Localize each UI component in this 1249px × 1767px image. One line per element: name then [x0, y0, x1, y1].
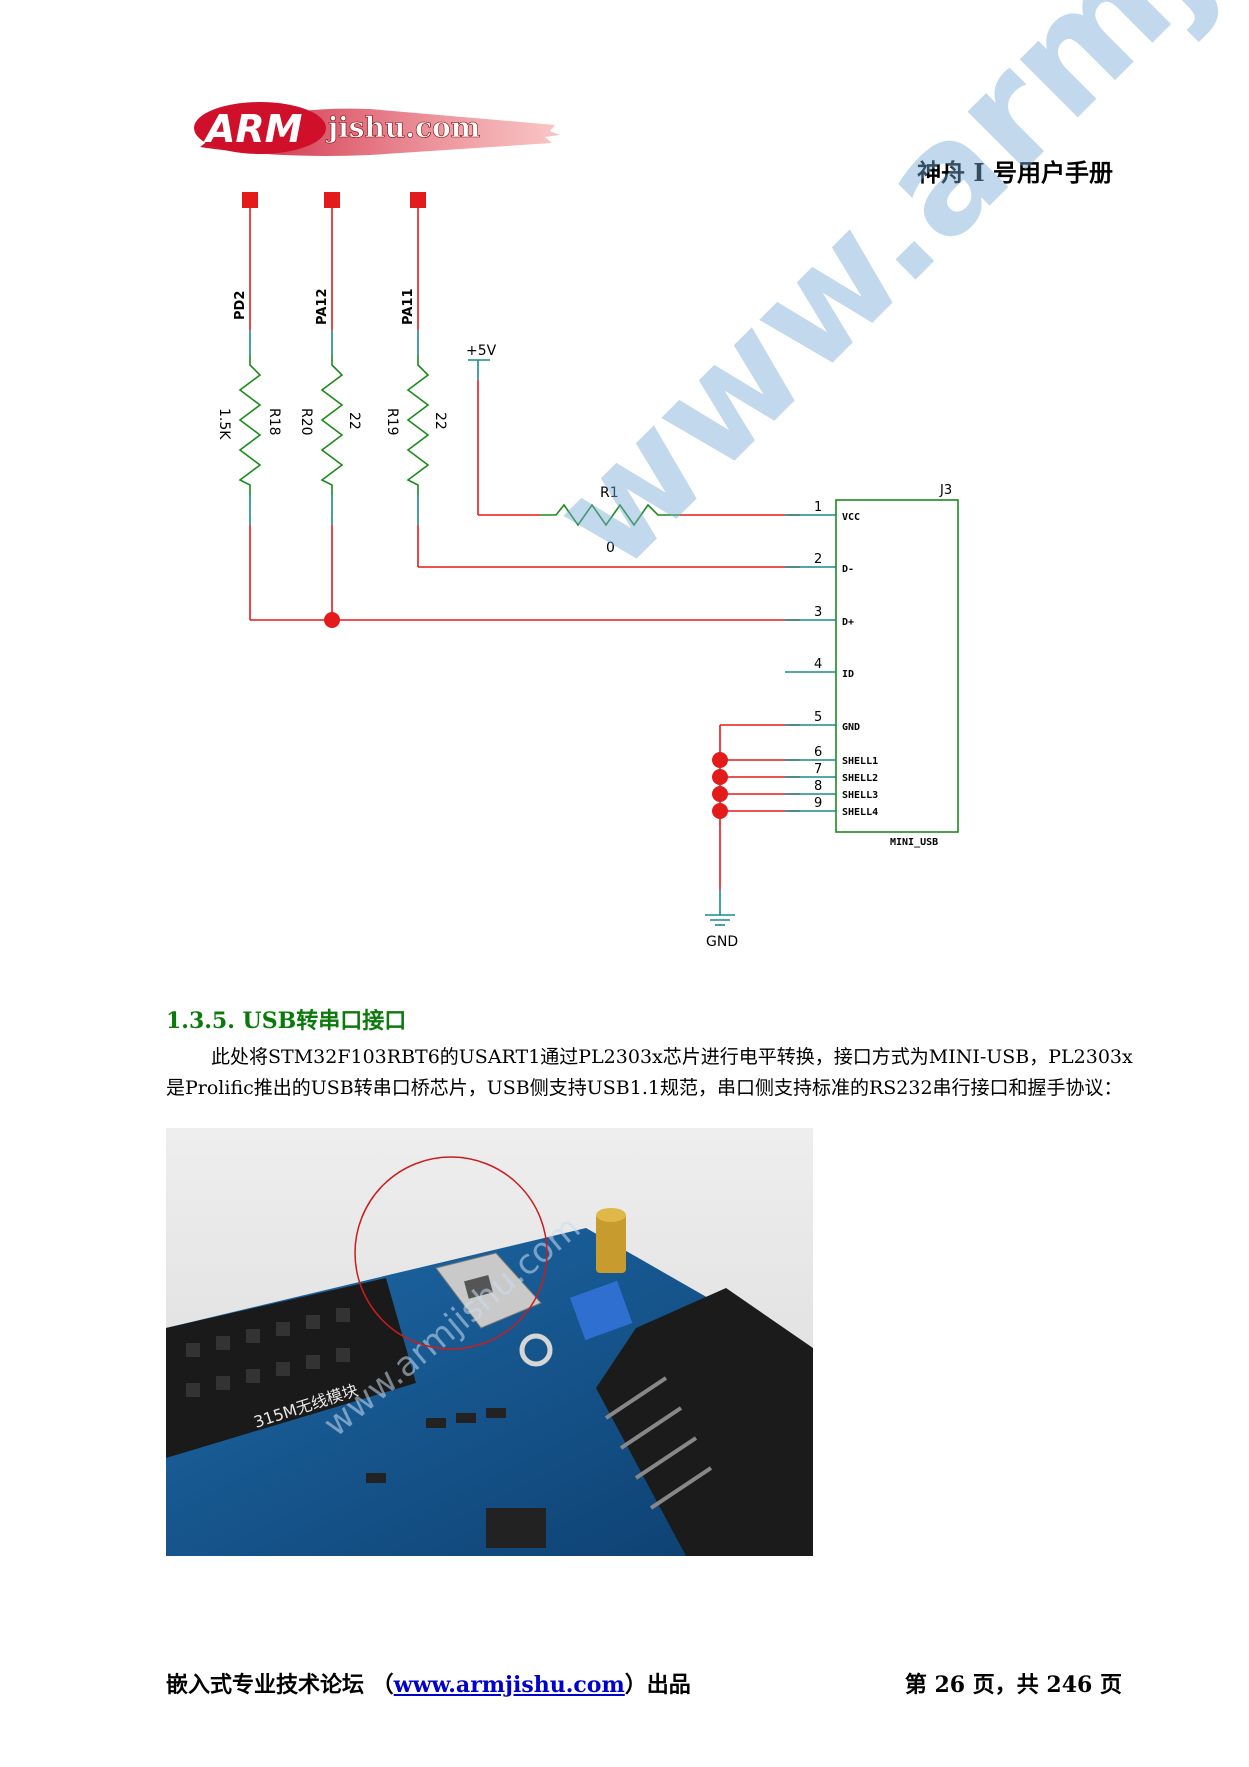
junction-dots: [324, 612, 728, 819]
pin-name-shell2: SHELL2: [842, 773, 878, 784]
pin-name-shell4: SHELL4: [842, 807, 878, 818]
r1-value: 0: [606, 540, 615, 556]
document-title: 神舟 I 号用户手册: [917, 158, 1113, 187]
pd2-terminal: [242, 192, 258, 208]
armjishu-logo: ARM jishu.com: [194, 102, 560, 156]
connector-name: MINI_USB: [890, 837, 938, 848]
page-number: 第 26 页，共 246 页: [904, 1672, 1122, 1698]
connector-j3-body: [835, 499, 959, 833]
section-heading: 1.3.5. USB转串口接口: [166, 1008, 407, 1034]
net-terminals: [242, 192, 426, 208]
highlight-circle: [354, 1156, 548, 1350]
footer-prefix: 嵌入式专业技术论坛 （: [166, 1672, 394, 1698]
pin-name-shell3: SHELL3: [842, 790, 878, 801]
svg-text:ARM: ARM: [203, 107, 303, 151]
pin-name-dplus: D+: [842, 617, 854, 628]
pin-name-vcc: VCC: [842, 512, 860, 523]
footer-left: 嵌入式专业技术论坛 （www.armjishu.com）出品: [166, 1667, 691, 1699]
r20-ref: R20: [298, 408, 314, 436]
usb-schematic: PD2 PA12 PA11 1.5K R18 R20 22 R19 22 R1 …: [216, 192, 959, 950]
board-photo: 315M无线模块 www.armjishu.com: [166, 1128, 813, 1556]
r20-value: 22: [346, 412, 362, 430]
section-paragraph: 此处将STM32F103RBT6的USART1通过PL2303x芯片进行电平转换…: [166, 1046, 1133, 1099]
r19-ref: R19: [384, 408, 400, 436]
gnd-label: GND: [706, 934, 738, 950]
pin-number-4: 4: [814, 657, 822, 672]
resistor-symbols: [238, 355, 680, 527]
pa12-terminal: [324, 192, 340, 208]
svg-text:jishu.com: jishu.com: [325, 111, 480, 144]
pin-number-6: 6: [814, 745, 822, 760]
net-label-pd2: PD2: [233, 291, 248, 320]
pin-name-id: ID: [842, 669, 854, 680]
pin-name-shell1: SHELL1: [842, 756, 878, 767]
pin-header: [166, 1278, 416, 1458]
pin-name-gnd: GND: [842, 722, 860, 733]
ground-symbol: [705, 890, 735, 926]
box-header: [596, 1288, 813, 1556]
pin-number-2: 2: [814, 552, 822, 567]
r18-value: 1.5K: [216, 408, 232, 440]
potentiometer: [569, 1280, 633, 1341]
net-label-pa12: PA12: [315, 289, 330, 326]
vcc-label: +5V: [466, 343, 497, 359]
pin-number-7: 7: [814, 762, 822, 777]
brass-standoff: [596, 1213, 626, 1273]
pin-number-3: 3: [814, 605, 822, 620]
pin-number-8: 8: [814, 779, 822, 794]
footer-suffix: ）出品: [624, 1672, 691, 1698]
pin-number-1: 1: [814, 500, 822, 515]
pa11-terminal: [410, 192, 426, 208]
net-label-pa11: PA11: [401, 289, 416, 326]
r19-value: 22: [432, 412, 448, 430]
section-body: 此处将STM32F103RBT6的USART1通过PL2303x芯片进行电平转换…: [166, 1042, 1134, 1104]
footer-link[interactable]: www.armjishu.com: [393, 1672, 625, 1698]
vcc-symbol: +5V: [466, 343, 497, 361]
connector-ref: J3: [939, 483, 952, 498]
r1-ref: R1: [600, 485, 619, 501]
pin-name-dminus: D-: [842, 564, 854, 575]
pin-number-5: 5: [814, 710, 822, 725]
pin-number-9: 9: [814, 796, 822, 811]
r18-ref: R18: [266, 408, 282, 436]
